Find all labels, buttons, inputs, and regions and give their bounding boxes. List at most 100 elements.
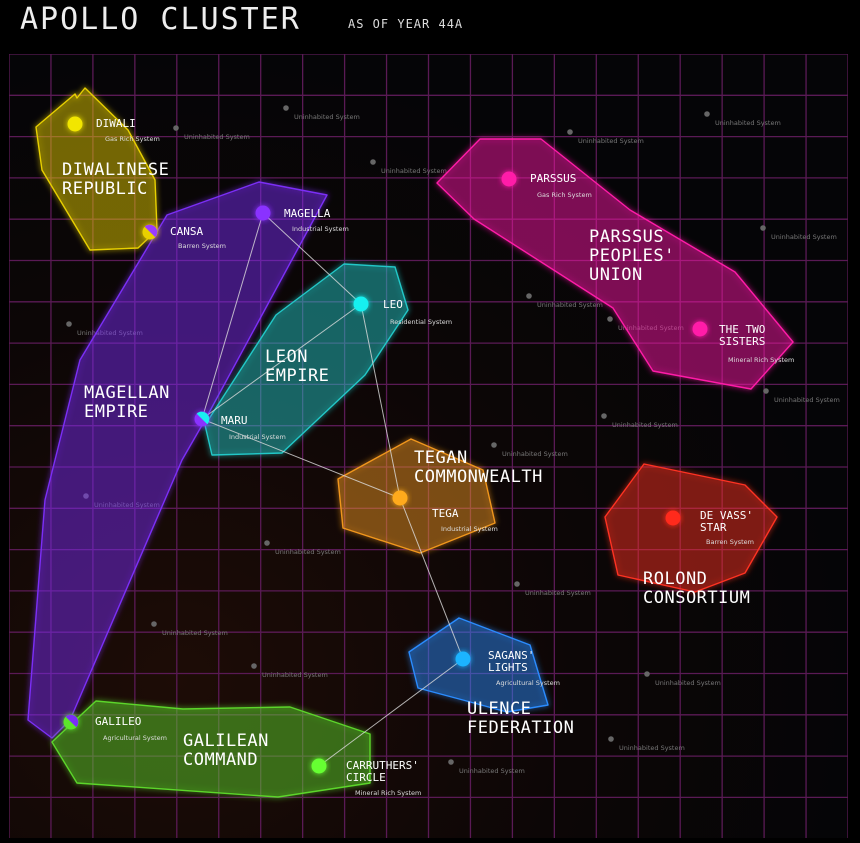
uninhabited-system[interactable]: Uninhabited System (526, 293, 603, 309)
system-type: Industrial System (441, 525, 498, 533)
star-icon (665, 510, 681, 526)
uninhabited-dot-icon (601, 413, 607, 419)
uninhabited-system[interactable]: Uninhabited System (608, 736, 685, 752)
uninhabited-dot-icon (66, 321, 72, 327)
empire-territories (27, 87, 794, 798)
uninhabited-label: Uninhabited System (715, 119, 781, 127)
route-line (399, 497, 464, 660)
uninhabited-system[interactable]: Uninhabited System (283, 105, 360, 121)
uninhabited-label: Uninhabited System (381, 167, 447, 175)
uninhabited-label: Uninhabited System (294, 113, 360, 121)
uninhabited-label: Uninhabited System (612, 421, 678, 429)
uninhabited-system[interactable]: Uninhabited System (491, 442, 568, 458)
star-icon (692, 321, 708, 337)
uninhabited-dot-icon (608, 736, 614, 742)
uninhabited-label: Uninhabited System (502, 450, 568, 458)
uninhabited-dot-icon (760, 225, 766, 231)
star-icon (255, 205, 271, 221)
system-name: MARU (221, 414, 248, 427)
uninhabited-label: Uninhabited System (162, 629, 228, 637)
star-icon (67, 116, 83, 132)
route-line (201, 212, 264, 420)
uninhabited-system[interactable]: Uninhabited System (151, 621, 228, 637)
route-line (318, 658, 464, 767)
system-parssus[interactable]: PARSSUS Gas Rich System (501, 171, 592, 200)
uninhabited-label: Uninhabited System (525, 589, 591, 597)
system-name: SAGANS'LIGHTS (488, 649, 534, 674)
uninhabited-dot-icon (704, 111, 710, 117)
uninhabited-dot-icon (151, 621, 157, 627)
uninhabited-label: Uninhabited System (774, 396, 840, 404)
system-name: CARRUTHERS'CIRCLE (346, 759, 419, 784)
uninhabited-system[interactable]: Uninhabited System (601, 413, 678, 429)
uninhabited-dot-icon (448, 759, 454, 765)
territory-tegan[interactable] (337, 438, 496, 554)
system-type: Mineral Rich System (728, 356, 794, 364)
page-title: APOLLO CLUSTER (20, 2, 301, 37)
system-name: PARSSUS (530, 172, 576, 185)
system-galileo[interactable]: GALILEO Agricultural System (63, 714, 167, 743)
system-type: Residential System (390, 318, 452, 326)
territory-diwalinese[interactable] (35, 87, 158, 251)
territory-galilean[interactable] (51, 700, 371, 798)
uninhabited-system[interactable]: Uninhabited System (514, 581, 591, 597)
system-sagans-lights[interactable]: SAGANS'LIGHTS Agricultural System (455, 649, 560, 687)
uninhabited-system[interactable]: Uninhabited System (173, 125, 250, 141)
star-icon (501, 171, 517, 187)
territory-ulence[interactable] (408, 617, 549, 713)
system-type: Gas Rich System (537, 191, 592, 199)
uninhabited-dot-icon (567, 129, 573, 135)
territory-rolond[interactable] (604, 463, 778, 593)
system-tega[interactable]: TEGA Industrial System (392, 490, 498, 534)
uninhabited-system[interactable]: Uninhabited System (448, 759, 525, 775)
route-line (360, 303, 401, 499)
uninhabited-system[interactable]: Uninhabited System (760, 225, 837, 241)
system-type: Agricultural System (103, 734, 167, 742)
uninhabited-dot-icon (370, 159, 376, 165)
system-name: MAGELLA (284, 207, 331, 220)
uninhabited-label: Uninhabited System (262, 671, 328, 679)
uninhabited-system[interactable]: Uninhabited System (567, 129, 644, 145)
uninhabited-system[interactable]: Uninhabited System (704, 111, 781, 127)
uninhabited-dot-icon (173, 125, 179, 131)
route-line (201, 303, 362, 420)
system-name: GALILEO (95, 715, 141, 728)
route-line (262, 212, 362, 305)
uninhabited-label: Uninhabited System (184, 133, 250, 141)
territory-magellan[interactable] (27, 181, 328, 739)
uninhabited-system[interactable]: Uninhabited System (370, 159, 447, 175)
system-type: Agricultural System (496, 679, 560, 687)
system-name: TEGA (432, 507, 459, 520)
star-split-icon (144, 224, 158, 238)
system-name: CANSA (170, 225, 203, 238)
uninhabited-system[interactable]: Uninhabited System (264, 540, 341, 556)
uninhabited-dot-icon (491, 442, 497, 448)
trade-routes (201, 212, 464, 767)
star-icon (455, 651, 471, 667)
uninhabited-label: Uninhabited System (578, 137, 644, 145)
uninhabited-system[interactable]: Uninhabited System (644, 671, 721, 687)
uninhabited-system[interactable]: Uninhabited System (763, 388, 840, 404)
territory-leon[interactable] (204, 263, 409, 456)
uninhabited-system[interactable]: Uninhabited System (251, 663, 328, 679)
uninhabited-dot-icon (283, 105, 289, 111)
uninhabited-label: Uninhabited System (459, 767, 525, 775)
